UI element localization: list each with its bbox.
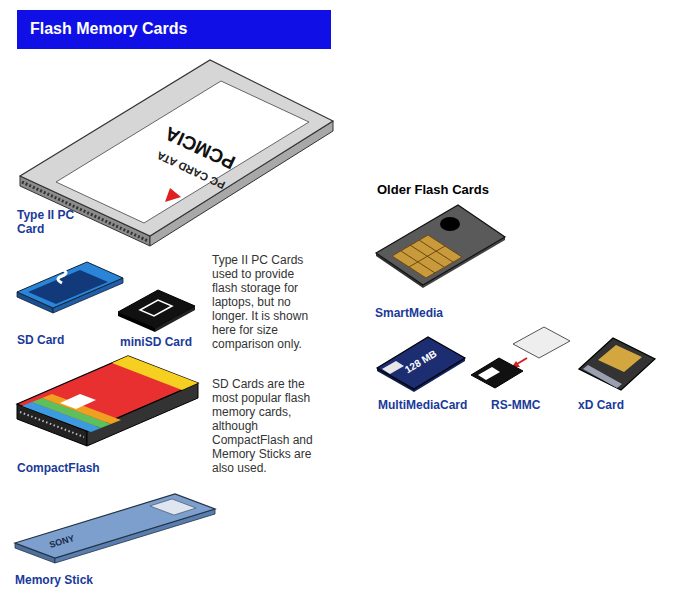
mmc-face [377, 337, 465, 389]
pc-card-sticker [56, 81, 309, 223]
page-title: Flash Memory Cards [30, 20, 187, 38]
title-band: Flash Memory Cards [17, 10, 331, 49]
sd-card [17, 262, 123, 313]
minisd-card-face [118, 290, 195, 328]
card-name: MultiMediaCard [378, 398, 467, 412]
memory-stick-face [15, 494, 215, 558]
minisd-card-logo [140, 300, 172, 316]
smartmedia-contact-line [410, 245, 444, 267]
note-text: SD Cards are the most popular flash memo… [212, 377, 320, 475]
card-name: SmartMedia [375, 306, 443, 320]
memory-stick-tab [150, 499, 196, 515]
sd-card-label [28, 270, 108, 304]
smartmedia-card [376, 205, 505, 288]
xd-card [579, 338, 655, 390]
card-name: xD Card [578, 398, 624, 412]
cf-card-stripe [112, 356, 198, 390]
card-print: SONY [48, 534, 75, 550]
xd-card-face [579, 338, 655, 390]
xd-card-contacts [583, 365, 622, 388]
smartmedia-hole [440, 217, 460, 231]
smartmedia-contact-line [409, 246, 445, 267]
rs-mmc-label [478, 367, 500, 380]
card-name: SD Card [17, 333, 64, 347]
sd-card-logo [58, 269, 66, 283]
note-text: Type II PC Cards used to provide flash s… [212, 253, 320, 351]
sd-card-face [17, 262, 123, 308]
rs-mmc-face [471, 358, 523, 388]
smartmedia-contacts [392, 235, 462, 278]
memory-stick [15, 494, 215, 563]
minisd-card [118, 290, 195, 332]
cf-card-face [17, 356, 198, 431]
card-name: Memory Stick [15, 573, 93, 587]
cf-card-stripe [42, 394, 121, 424]
card-name: Type II PC Card [17, 208, 77, 236]
pc-card-arrow [165, 188, 181, 202]
compactflash-card [17, 356, 198, 446]
rs-mmc-arrow [517, 358, 527, 364]
cf-card-capacity-badge [60, 394, 96, 409]
rs-mmc-card [471, 327, 570, 388]
xd-card-label [598, 345, 642, 372]
multimediacard [377, 337, 465, 392]
rs-mmc-adapter [513, 327, 570, 358]
card-name: RS-MMC [491, 398, 540, 412]
section-heading: Older Flash Cards [377, 182, 489, 197]
mmc-stripe [382, 361, 404, 374]
card-print: 128 MB [403, 349, 438, 376]
card-name: miniSD Card [120, 335, 192, 349]
card-name: CompactFlash [17, 461, 100, 475]
smartmedia-face [376, 205, 505, 285]
